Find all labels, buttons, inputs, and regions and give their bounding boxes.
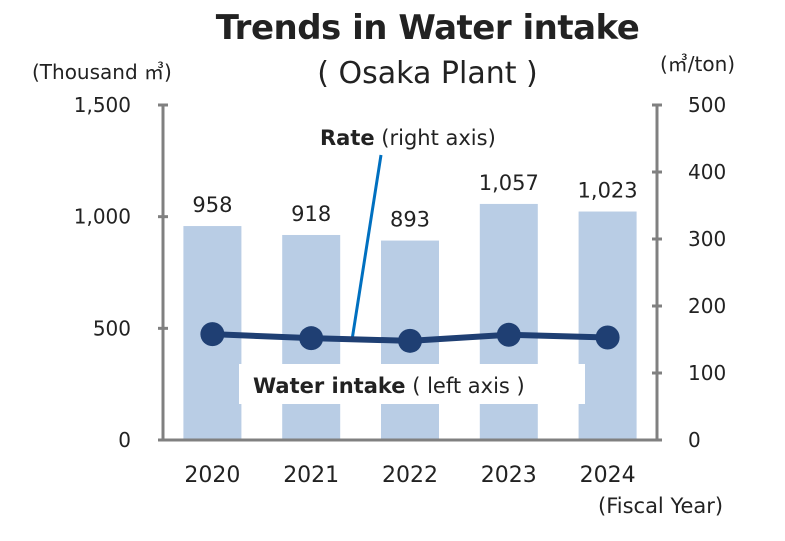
right-tick-label: 200 <box>688 294 726 318</box>
water-intake-label: Water intake <box>253 374 406 398</box>
right-tick-label: 100 <box>688 361 726 385</box>
rate-point-2020 <box>200 322 225 347</box>
left-tick-label: 1,000 <box>74 205 131 229</box>
left-tick-label: 0 <box>118 428 131 452</box>
x-tick-label: 2021 <box>283 463 339 488</box>
bar-value-label: 893 <box>390 208 430 232</box>
rate-point-2023 <box>496 322 521 347</box>
rate-label: Rate <box>320 126 375 150</box>
rate-point-2021 <box>299 326 324 351</box>
rate-point-2022 <box>398 328 422 353</box>
right-tick-label: 0 <box>688 428 701 452</box>
rate-point-2024 <box>595 325 620 350</box>
x-tick-label: 2024 <box>580 463 636 488</box>
bar-value-label: 958 <box>192 193 232 217</box>
bar-value-label: 1,023 <box>578 179 638 203</box>
bar-2023 <box>479 203 538 440</box>
right-tick-label: 500 <box>688 93 726 117</box>
left-tick-label: 500 <box>93 316 131 340</box>
x-axis-note: (Fiscal Year) <box>598 494 724 518</box>
x-tick-label: 2022 <box>382 463 438 488</box>
x-tick-label: 2020 <box>184 463 240 488</box>
left-axis-note: ( left axis ) <box>406 374 525 398</box>
left-axis-unit: (Thousand ㎥) <box>32 60 172 84</box>
chart-title: Trends in Water intake <box>215 8 640 48</box>
water-intake-annotation: Water intake ( left axis ) <box>253 374 525 398</box>
right-tick-label: 400 <box>688 160 726 184</box>
left-tick-label: 1,500 <box>74 93 131 117</box>
bar-value-label: 918 <box>291 202 331 226</box>
bar-value-label: 1,057 <box>479 171 539 195</box>
rate-callout-line <box>350 154 383 341</box>
x-tick-label: 2023 <box>481 463 537 488</box>
right-axis-unit: (㎥/ton) <box>660 52 736 76</box>
right-axis-note: (right axis) <box>375 126 496 150</box>
rate-annotation: Rate (right axis) <box>320 126 496 150</box>
water-intake-annotation-box <box>239 364 585 404</box>
chart-subtitle: ( Osaka Plant ) <box>317 56 538 91</box>
right-tick-label: 300 <box>688 227 726 251</box>
